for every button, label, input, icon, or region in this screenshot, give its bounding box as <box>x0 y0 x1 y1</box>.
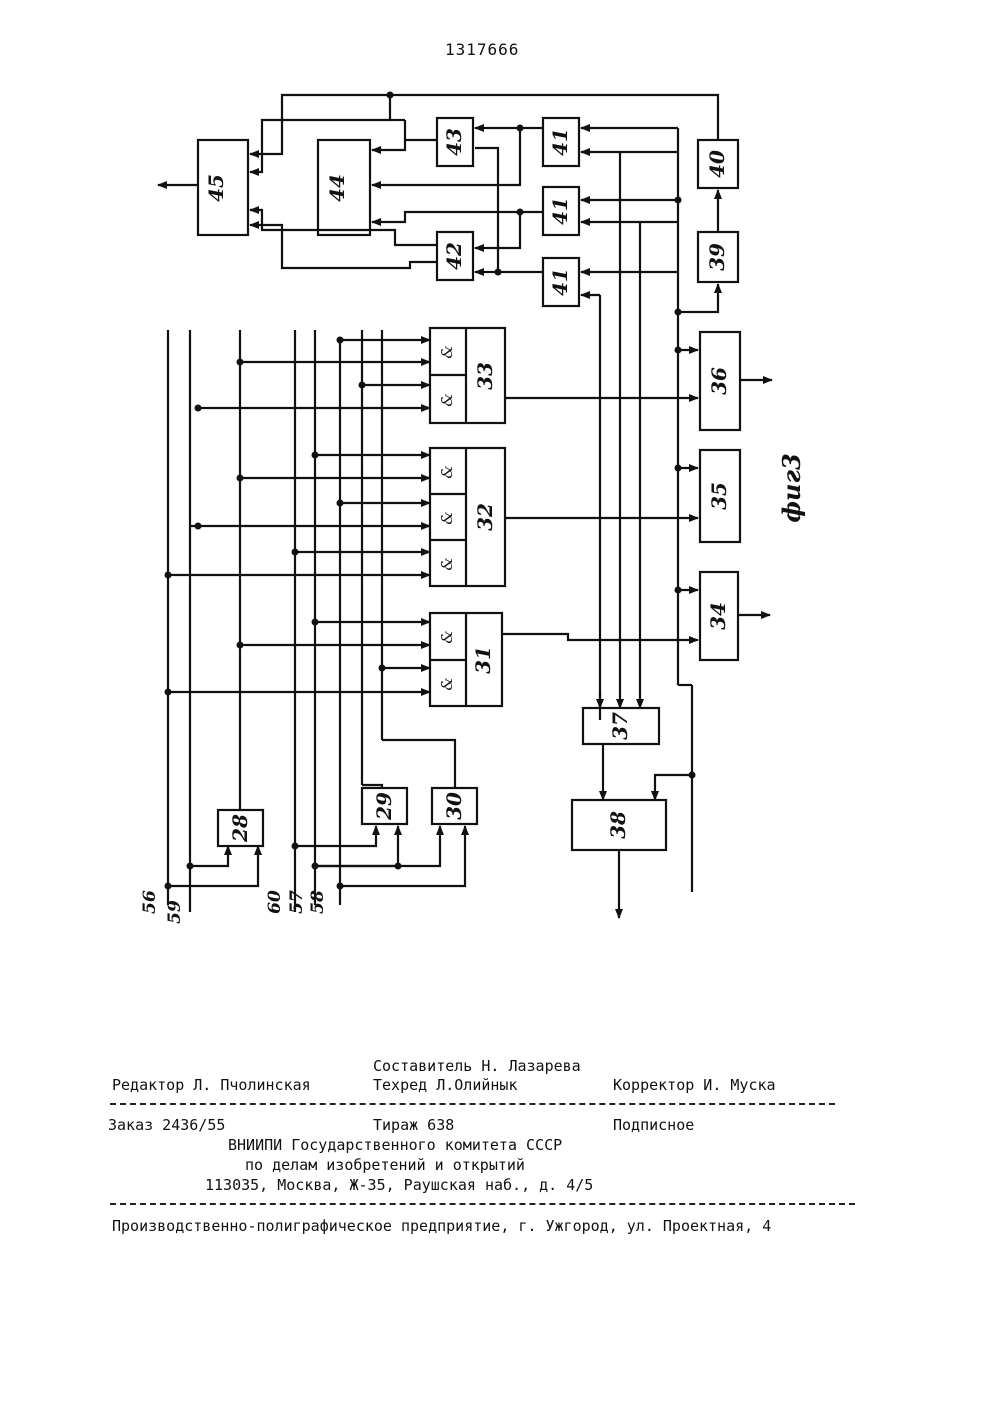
gate-and: & <box>438 677 456 690</box>
divider <box>110 1203 855 1205</box>
corrector: Корректор И. Муска <box>613 1076 776 1094</box>
gate-and: & <box>438 345 456 358</box>
label-36: 36 <box>707 367 731 395</box>
block-diagram: 45 44 43 42 41 41 41 40 39 36 35 34 33 3… <box>0 0 1000 960</box>
printer: Производственно-полиграфическое предприя… <box>112 1217 771 1235</box>
bus-label-57: 57 <box>287 890 307 914</box>
label-39: 39 <box>705 243 729 271</box>
label-43: 43 <box>442 128 466 156</box>
label-32: 32 <box>473 503 497 531</box>
subscription: Подписное <box>613 1116 694 1134</box>
gate-and: & <box>438 511 456 524</box>
label-41-b: 41 <box>548 197 572 225</box>
circulation: Тираж 638 <box>373 1116 454 1134</box>
compiler: Составитель Н. Лазарева <box>373 1057 581 1075</box>
figure-label: фиг3 <box>777 453 806 522</box>
label-34: 34 <box>706 602 730 630</box>
label-40: 40 <box>705 150 729 178</box>
label-31: 31 <box>471 646 495 674</box>
gate-and: & <box>438 393 456 406</box>
label-38: 38 <box>606 811 630 839</box>
organization-dept: по делам изобретений и открытий <box>245 1156 525 1174</box>
gate-and: & <box>438 465 456 478</box>
label-35: 35 <box>707 482 731 510</box>
label-28: 28 <box>228 814 252 843</box>
techred: Техред Л.Олийнык <box>373 1076 518 1094</box>
divider <box>110 1103 835 1105</box>
label-33: 33 <box>473 362 497 390</box>
label-45: 45 <box>204 174 228 202</box>
organization: ВНИИПИ Государственного комитета СССР <box>228 1136 562 1154</box>
label-29: 29 <box>372 792 396 821</box>
label-44: 44 <box>325 174 349 202</box>
bus-label-58: 58 <box>308 890 328 914</box>
label-41-c: 41 <box>548 268 572 296</box>
gate-and: & <box>438 630 456 643</box>
label-30: 30 <box>442 792 466 820</box>
label-42: 42 <box>442 242 466 270</box>
editor: Редактор Л. Пчолинская <box>112 1076 311 1094</box>
bus-label-60: 60 <box>265 890 285 914</box>
label-41-a: 41 <box>548 128 572 156</box>
address: 113035, Москва, Ж-35, Раушская наб., д. … <box>205 1176 593 1194</box>
bus-label-59: 59 <box>165 900 185 924</box>
order: Заказ 2436/55 <box>108 1116 225 1134</box>
label-37: 37 <box>608 712 632 740</box>
gate-and: & <box>438 557 456 570</box>
bus-label-56: 56 <box>140 890 160 914</box>
